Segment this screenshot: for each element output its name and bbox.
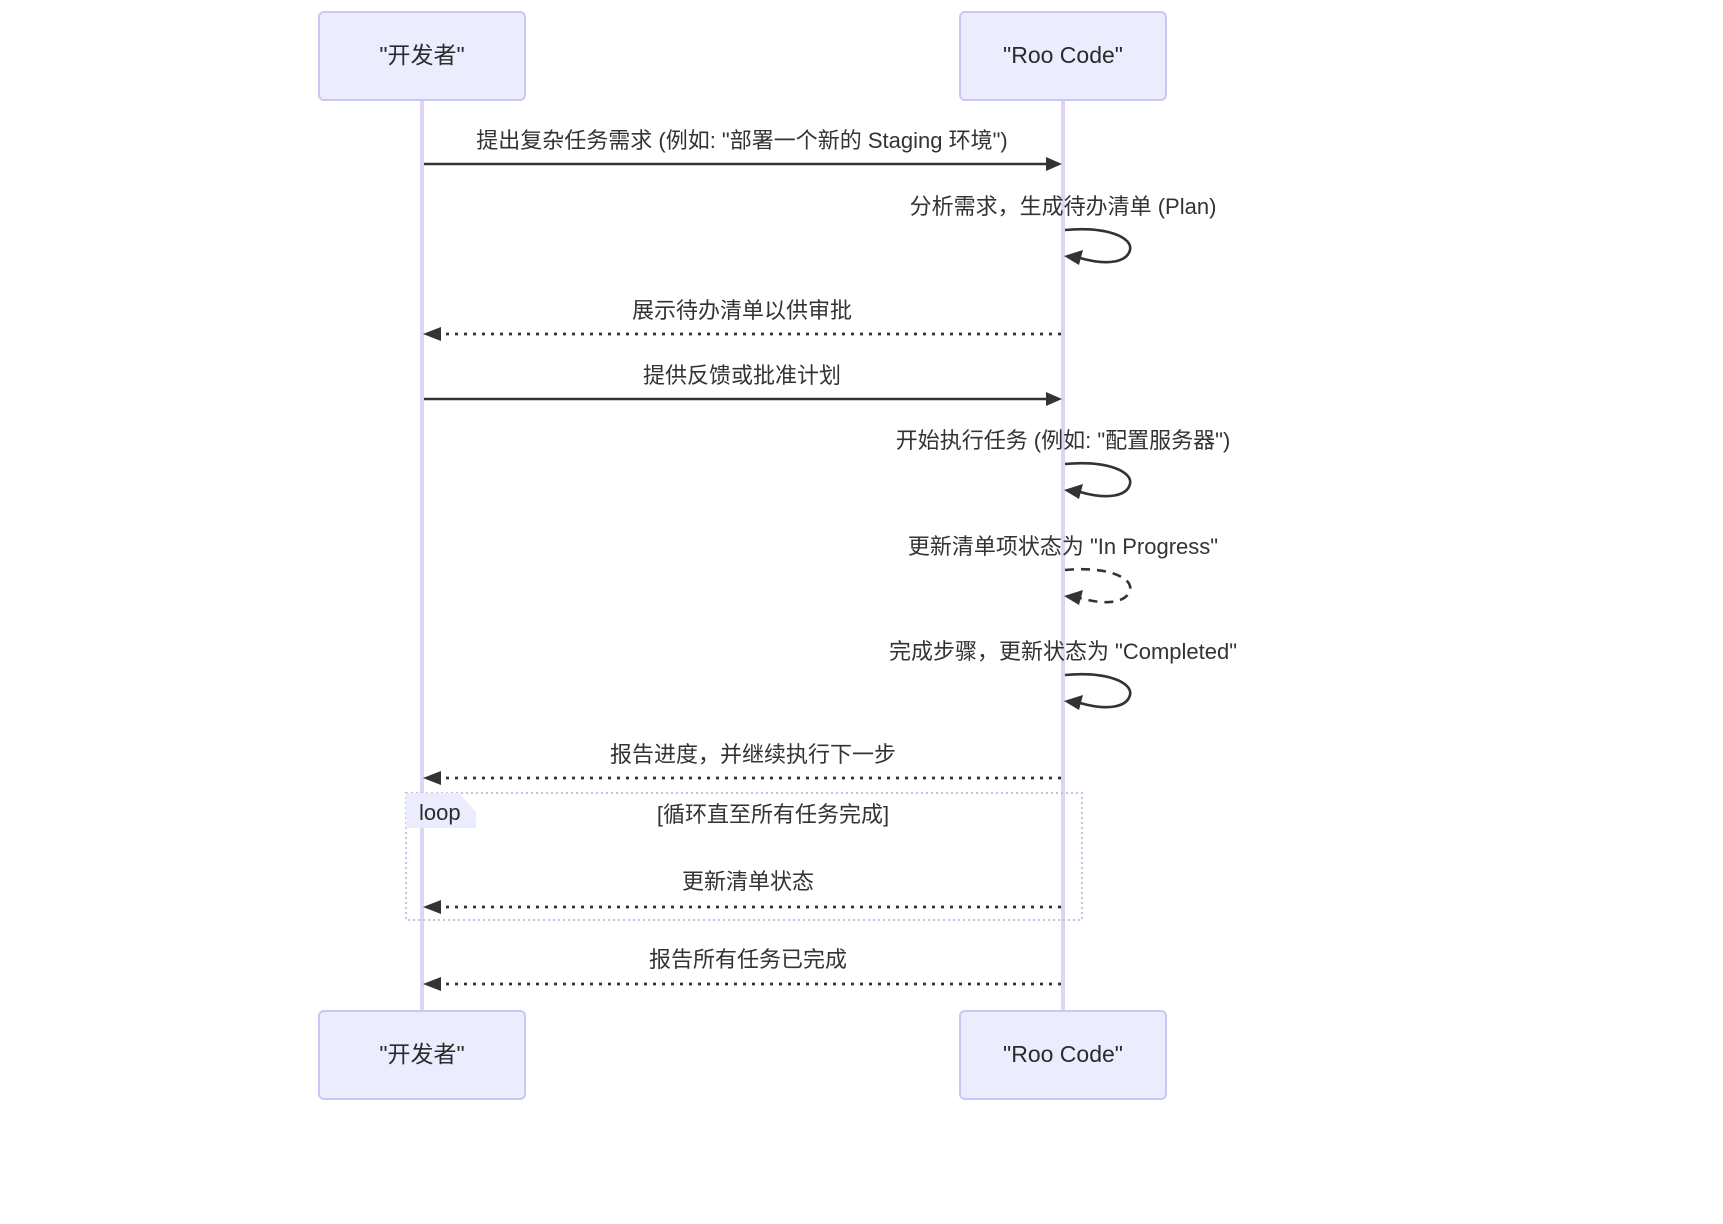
actor-top-roo-label: "Roo Code": [1003, 42, 1123, 68]
message-1-selfloop-path: [1064, 227, 1132, 264]
message-0-arrowhead: [1046, 157, 1062, 171]
loop-fragment-tag-label: loop: [419, 800, 461, 825]
loop-fragment-tag-bg: [406, 793, 476, 828]
actor-top-roo-box[interactable]: [959, 11, 1167, 101]
message-4-arrowhead: [1064, 484, 1083, 499]
loop-fragment-condition: [循环直至所有任务完成]: [657, 802, 889, 827]
message-0-label: 提出复杂任务需求 (例如: "部署一个新的 Staging 环境"): [476, 128, 1007, 153]
message-6-arrowhead: [1064, 695, 1083, 710]
message-3-arrowhead: [1046, 392, 1062, 406]
lifelines-group: [420, 100, 1065, 1011]
message-1-label: 分析需求，生成待办清单 (Plan): [910, 194, 1217, 219]
message-1-arrowhead: [1064, 250, 1083, 265]
message-4-label: 开始执行任务 (例如: "配置服务器"): [896, 428, 1231, 453]
message-0: 提出复杂任务需求 (例如: "部署一个新的 Staging 环境"): [424, 128, 1062, 171]
message-2-label: 展示待办清单以供审批: [632, 298, 852, 323]
message-3-label: 提供反馈或批准计划: [643, 363, 841, 388]
message-6-label: 完成步骤，更新状态为 "Completed": [889, 639, 1237, 664]
actor-bottom-dev-label: "开发者": [379, 1041, 464, 1067]
message-7-label: 报告进度，并继续执行下一步: [610, 742, 896, 767]
message-1: 分析需求，生成待办清单 (Plan): [910, 194, 1217, 265]
message-9-arrowhead: [423, 977, 441, 991]
actor-bottom-roo-label: "Roo Code": [1003, 1041, 1123, 1067]
actor-bottom-roo-box[interactable]: [959, 1010, 1167, 1100]
message-6: 完成步骤，更新状态为 "Completed": [889, 639, 1237, 710]
actor-bottom-dev[interactable]: "开发者": [318, 1010, 526, 1100]
actor-top-dev-label: "开发者": [379, 42, 464, 68]
message-9: 报告所有任务已完成: [423, 947, 1061, 991]
actor-top-dev-box[interactable]: [318, 11, 526, 101]
message-9-label: 报告所有任务已完成: [649, 947, 847, 972]
message-8-label: 更新清单状态: [682, 869, 814, 894]
actor-top-roo[interactable]: "Roo Code": [959, 11, 1167, 101]
message-8-arrowhead: [423, 900, 441, 914]
actor-bottom-dev-box[interactable]: [318, 1010, 526, 1100]
message-8: 更新清单状态: [423, 869, 1061, 914]
message-3: 提供反馈或批准计划: [424, 363, 1062, 406]
message-5: 更新清单项状态为 "In Progress": [908, 534, 1218, 605]
message-5-label: 更新清单项状态为 "In Progress": [908, 534, 1218, 559]
message-7-arrowhead: [423, 771, 441, 785]
message-4-selfloop-path: [1064, 461, 1132, 498]
message-5-arrowhead: [1064, 590, 1083, 605]
message-2: 展示待办清单以供审批: [423, 298, 1061, 341]
message-6-selfloop-path: [1064, 672, 1132, 709]
message-7: 报告进度，并继续执行下一步: [423, 742, 1061, 785]
loop-fragment: loop [循环直至所有任务完成]: [405, 792, 1083, 921]
message-5-selfloop-path: [1064, 567, 1132, 604]
loop-fragment-frame: [405, 792, 1083, 921]
message-2-arrowhead: [423, 327, 441, 341]
actor-top-dev[interactable]: "开发者": [318, 11, 526, 101]
message-4: 开始执行任务 (例如: "配置服务器"): [896, 428, 1231, 499]
actor-bottom-roo[interactable]: "Roo Code": [959, 1010, 1167, 1100]
